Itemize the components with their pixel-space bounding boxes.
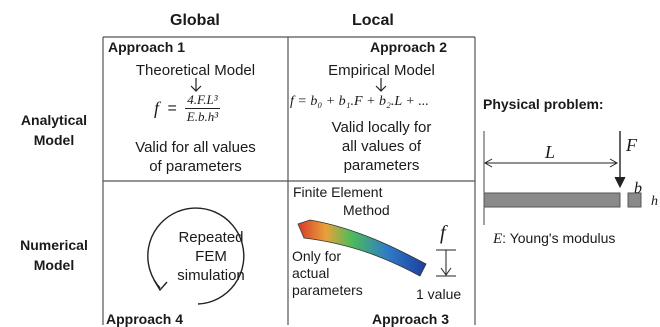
row-header-analytical: Analytical Model [8, 110, 100, 150]
height-label: h [651, 194, 658, 209]
column-header-global: Global [170, 12, 220, 29]
approach3-value: 1 value [416, 286, 462, 302]
approach3-label: Approach 3 [372, 311, 450, 327]
row-header-numerical-line1: Numerical [20, 237, 88, 253]
approach3-only-line1: Only for [292, 248, 342, 264]
youngs-modulus-text: : Young's modulus [502, 230, 616, 246]
approach1-denominator: E.b.h³ [186, 109, 219, 124]
approach4-text-line2: FEM [195, 248, 227, 265]
beam-diagram [483, 131, 642, 225]
approach1-numerator: 4.F.L³ [185, 92, 220, 109]
approach2-model: Empirical Model [328, 62, 435, 79]
row-header-numerical: Numerical Model [8, 235, 100, 275]
beam [483, 192, 621, 208]
force-label: F [626, 135, 637, 155]
approach1-validity-line2: of parameters [149, 158, 242, 175]
approach3-only-line3: parameters [292, 282, 363, 298]
approach4-text-line3: simulation [177, 267, 245, 284]
approach1-f: f [154, 98, 160, 118]
row-header-analytical-line2: Model [33, 132, 75, 148]
approach1-validity: Valid for all values of parameters [103, 138, 288, 176]
approach3-method-line1: Finite Element [293, 184, 383, 200]
approach1-fraction: 4.F.L³ E.b.h³ [185, 92, 220, 125]
deflection-arrow [436, 249, 456, 277]
approach3-method: Finite Element Method [293, 183, 390, 219]
cycle-arrow [147, 207, 245, 305]
physical-problem-title: Physical problem: [483, 96, 604, 112]
approach2-validity: Valid locally for all values of paramete… [288, 118, 475, 175]
approach1-arrow [190, 78, 202, 92]
approach2-equation: f = b₀ + b₁.F + b₂.L + ... [290, 94, 429, 109]
approach3-only-line2: actual [292, 265, 330, 281]
youngs-modulus-note: E: Young's modulus [493, 230, 615, 248]
approach4-text-line1: Repeated [178, 229, 244, 246]
approach1-equals: = [167, 99, 177, 117]
approach3-f: f [440, 222, 446, 244]
approach3-only: Only for actual parameters [292, 248, 363, 299]
approach4-label: Approach 4 [106, 311, 184, 327]
approach2-label: Approach 2 [370, 39, 448, 55]
approach1-label: Approach 1 [108, 39, 186, 55]
fem-beam-image [297, 219, 427, 277]
approach3-method-line2: Method [343, 202, 390, 218]
youngs-modulus-symbol: E [493, 231, 503, 247]
column-header-local: Local [352, 12, 394, 29]
row-header-numerical-line2: Model [33, 257, 75, 273]
approach2-arrow [375, 78, 387, 92]
approach4-text: Repeated FEM simulation [156, 228, 266, 285]
width-label: b [634, 180, 642, 197]
beam-length-label: L [545, 142, 556, 162]
approach1-model: Theoretical Model [135, 62, 256, 79]
approach2-validity-line2: all values of [341, 138, 422, 155]
approach2-validity-line1: Valid locally for [331, 119, 432, 136]
row-header-analytical-line1: Analytical [20, 112, 88, 128]
beam-cross-section [627, 192, 642, 208]
approach2-validity-line3: parameters [343, 157, 420, 174]
approach1-validity-line1: Valid for all values [135, 139, 256, 156]
approach1-equation: f = 4.F.L³ E.b.h³ [154, 92, 220, 132]
